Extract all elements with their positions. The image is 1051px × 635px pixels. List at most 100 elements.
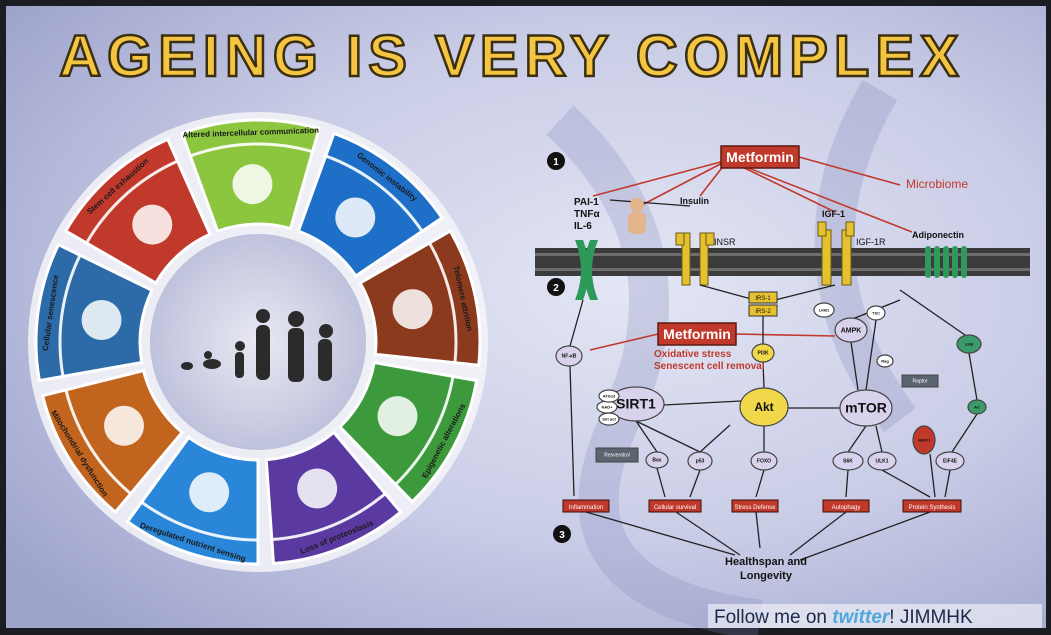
pathway-edge <box>881 469 931 498</box>
cytokine-pai1: PAI-1 <box>574 197 599 208</box>
outcome-label: Autophagy <box>832 505 861 511</box>
hallmark-cellular-senescence: Cellular senescence <box>34 242 154 383</box>
hallmark-loss-of-proteostasis: Loss of proteostasis <box>264 430 403 566</box>
hallmark-icon <box>392 289 433 330</box>
hallmark-icon <box>104 405 145 446</box>
slide-title: AGEING IS VERY COMPLEX <box>59 24 964 89</box>
pathway-edge <box>699 424 731 453</box>
outcome-label: Cellular survival <box>654 505 696 511</box>
node-lkb-label: LKB <box>965 341 973 346</box>
node-pi3k-label: PI3K <box>757 351 769 357</box>
step-3-label: 3 <box>559 530 565 541</box>
step-1-label: 1 <box>553 157 559 168</box>
pathway-edge <box>865 319 877 391</box>
adipose-figure <box>628 198 646 234</box>
pathway-edge <box>951 413 978 453</box>
hallmark-icon <box>297 468 338 509</box>
cytokine-il6: IL-6 <box>574 221 592 232</box>
pathway-edge <box>609 199 691 207</box>
node-pi3k: PI3K <box>751 343 775 363</box>
pathway-edge <box>699 284 756 301</box>
node-ac: AC <box>967 399 987 415</box>
footer-text: Follow me on twitter! JIMMHK <box>714 607 973 628</box>
node-mtor: mTOR <box>839 389 893 427</box>
node-mtor-label: mTOR <box>845 400 887 416</box>
pathway-edge <box>589 333 659 351</box>
pathway-edge <box>635 420 701 453</box>
node-resveratrol: Resveratrol <box>595 447 639 463</box>
node-rag-label: Rag <box>881 358 889 363</box>
pathway-edge <box>899 289 966 336</box>
node-foxo: FOXO <box>750 451 778 471</box>
hallmark-icon <box>81 300 122 341</box>
pathway-edge <box>569 365 575 497</box>
node-ampk: AMPK <box>834 317 868 343</box>
outcome-label: Inflammation <box>569 505 603 511</box>
pathway-edge <box>592 159 729 197</box>
pathway-outcomes: Inflammation Cellular survival Stress Defe… <box>562 499 962 513</box>
pathway-edge <box>663 400 742 406</box>
cytokine-receptor <box>575 240 598 300</box>
hallmarks-wheel: Altered intercellular communicationGenom… <box>28 112 488 572</box>
irs1-label: IRS-1 <box>755 296 771 302</box>
hallmark-icon <box>189 472 230 513</box>
node-nad: NAD+ <box>596 400 618 414</box>
node-raptor-label: Raptor <box>912 379 927 385</box>
pathway-edge <box>641 159 729 206</box>
node-nfkb-label: NF-κB <box>562 354 577 360</box>
outcome-autophagy: Autophagy <box>822 499 870 513</box>
pathway-edge <box>635 420 658 453</box>
node-4ebp1: 4EBP1 <box>912 425 936 455</box>
outcome-protein-synthesis: Protein Synthesis <box>902 499 962 513</box>
hallmark-icon <box>335 197 376 238</box>
pathway-edge <box>689 469 701 498</box>
metformin-box-middle: Metformin <box>657 322 737 346</box>
healthspan-label-1: Healthspan and <box>725 556 807 568</box>
igf1-receptor <box>817 221 855 286</box>
node-s6k: S6K <box>832 451 864 471</box>
pathway-edge <box>847 425 867 453</box>
node-lkb: LKB <box>956 334 982 354</box>
node-resveratrol-label: Resveratrol <box>604 453 630 459</box>
metformin-pathway-diagram: 1 2 3 <box>535 145 1030 582</box>
insulin-receptor <box>675 232 715 286</box>
outcome-cellular-survival: Cellular survival <box>648 499 702 513</box>
cytokine-tnfa: TNFα <box>574 209 600 220</box>
senescent-removal-label: Senescent cell removal <box>654 361 765 372</box>
hallmark-altered-intercellular-communication: Altered intercellular communication <box>180 118 322 234</box>
step-2-marker: 2 <box>547 278 565 296</box>
node-tsc: TSC <box>866 305 886 321</box>
footer-follow: Follow me on twitter! JIMMHK <box>708 604 1042 628</box>
healthspan-label-2: Longevity <box>740 570 793 582</box>
hallmark-genomic-instability: Genomic instability <box>296 131 445 279</box>
pathway-edge <box>675 511 741 556</box>
twitter-brand[interactable]: twitter <box>832 607 891 628</box>
node-sirtact: Sirt act <box>598 412 620 426</box>
node-tsc-label: TSC <box>872 310 880 315</box>
pathway-edge <box>968 352 978 401</box>
node-sirt1-label: SIRT1 <box>616 396 656 412</box>
node-ac-label: AC <box>974 404 980 409</box>
node-ampk-label: AMPK <box>841 327 862 334</box>
node-bax: Bax <box>645 451 669 469</box>
node-atg13: ATG13 <box>598 389 620 403</box>
adiponectin-label: Adiponectin <box>912 230 964 240</box>
outcome-stress-defense: Stress Defense <box>731 499 779 513</box>
metformin-label-middle: Metformin <box>663 326 731 342</box>
pathway-edges <box>569 156 978 561</box>
footer-prefix: Follow me on <box>714 607 832 628</box>
hallmark-telomere-attrition: Telomere attrition <box>358 228 482 367</box>
wheel-segments: Altered intercellular communicationGenom… <box>34 118 482 566</box>
pathway-edge <box>875 425 883 453</box>
node-eif4e: EIF4E <box>935 451 965 471</box>
node-eif4e-label: EIF4E <box>943 459 958 465</box>
step-3-marker: 3 <box>553 525 571 543</box>
node-akt: Akt <box>739 387 789 427</box>
node-ulk1-label: ULK1 <box>875 459 888 465</box>
node-ulk1: ULK1 <box>867 451 897 471</box>
life-stages-silhouettes <box>181 309 333 382</box>
pathway-edge <box>799 511 931 561</box>
pathway-edge <box>774 284 836 301</box>
step-1-marker: 1 <box>547 152 565 170</box>
